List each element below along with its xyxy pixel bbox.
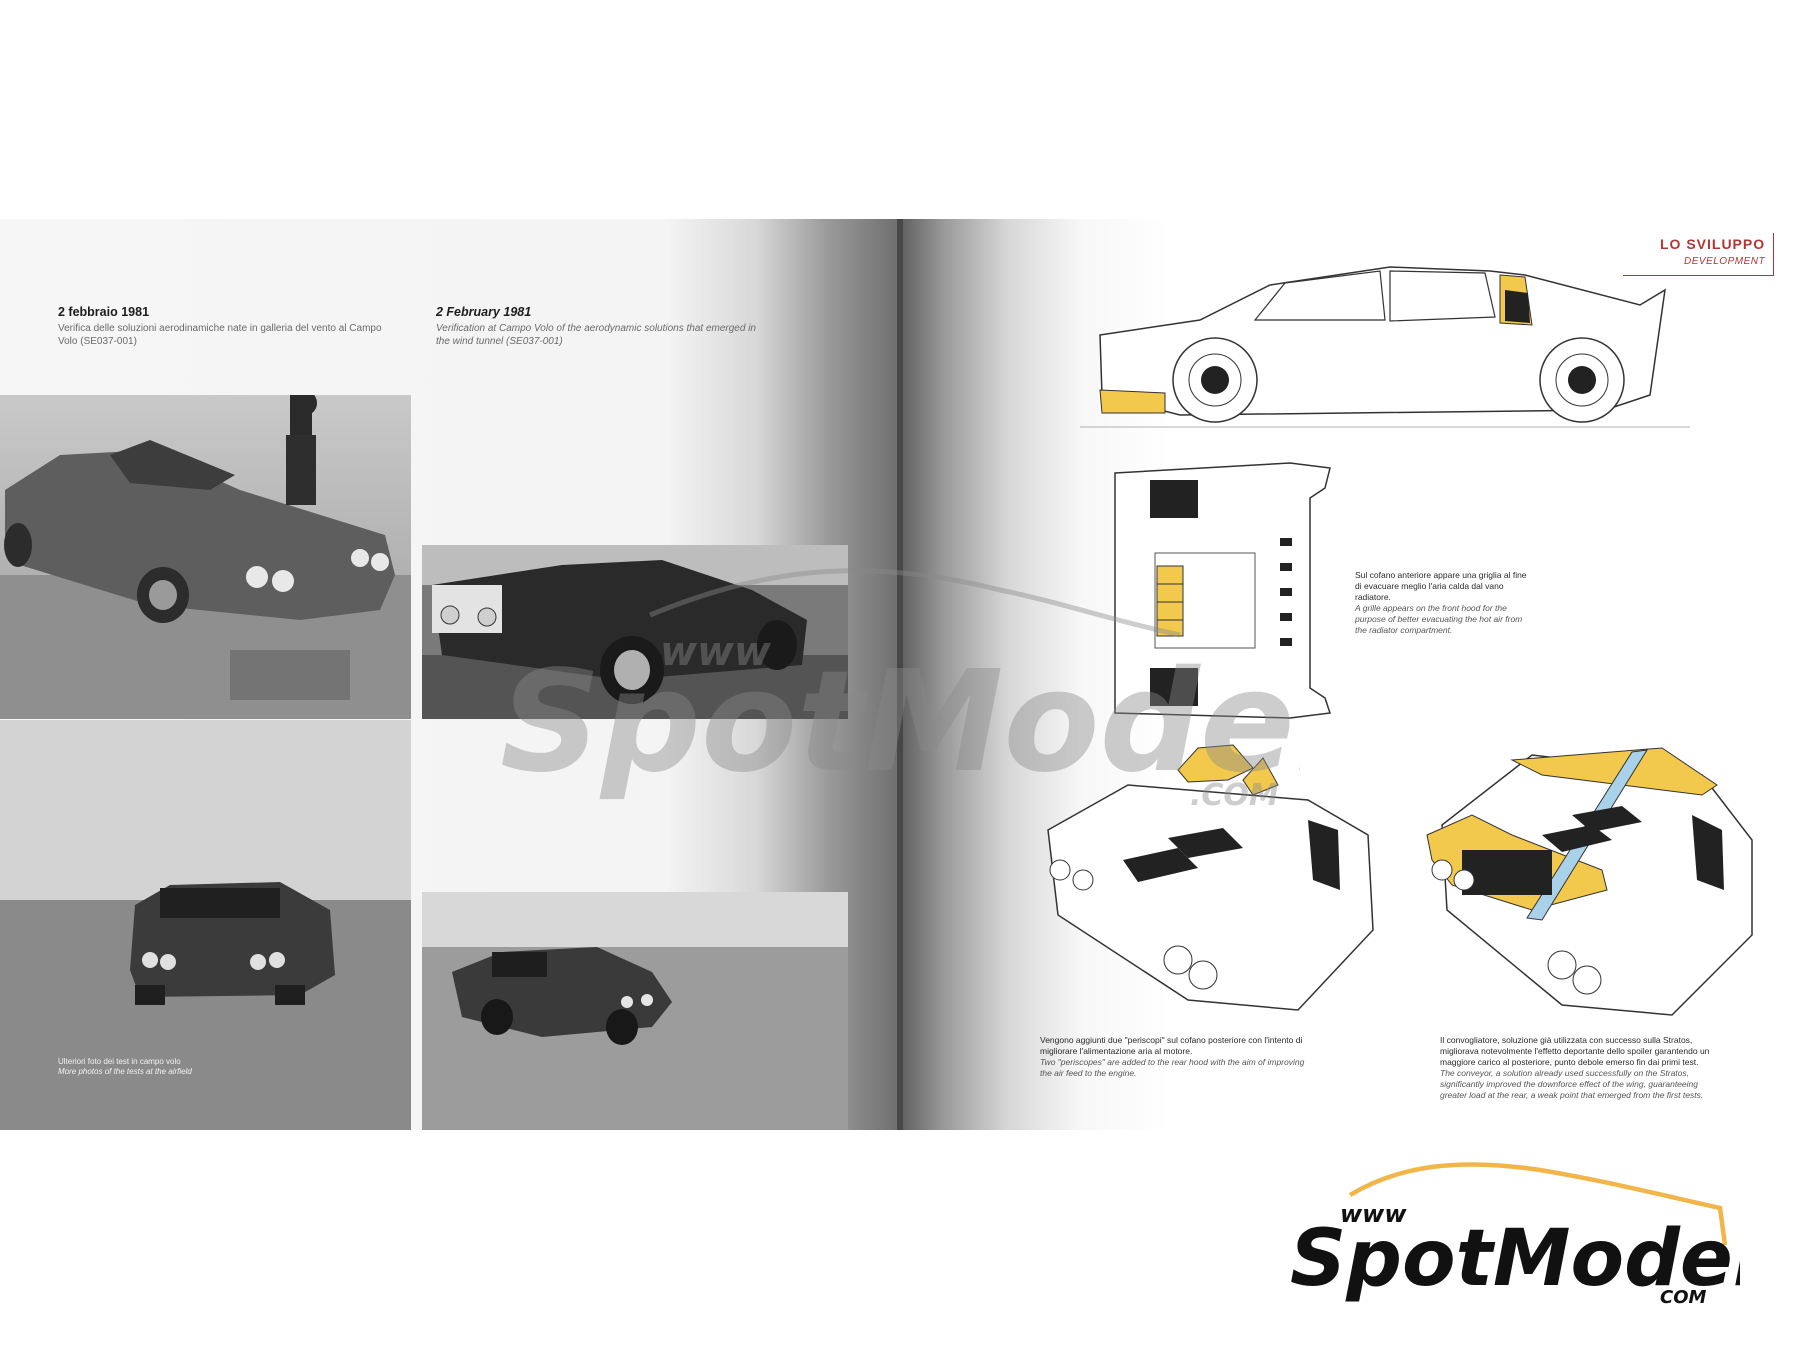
note-grille-en: A grille appears on the front hood for t… (1355, 603, 1523, 635)
rear-wing-drawing (1426, 747, 1753, 1016)
note-grille-it: Sul cofano anteriore appare una griglia … (1355, 570, 1527, 602)
photo-car-three-quarter (422, 892, 848, 1130)
spotmodel-logo: www SpotModel COM (1290, 1162, 1740, 1305)
photo-caption-en: More photos of the tests at the airfield (58, 1067, 192, 1076)
note-grille: Sul cofano anteriore appare una griglia … (1355, 570, 1530, 636)
book-gutter (897, 219, 903, 1130)
note-wing-it: Il convogliatore, soluzione già utilizza… (1440, 1035, 1710, 1067)
section-subtitle: DEVELOPMENT (1684, 256, 1766, 267)
car-top-view-drawing (1114, 462, 1332, 719)
caption-italian-text: Verifica delle soluzioni aerodinamiche n… (58, 323, 382, 347)
car-side-view-drawing (1080, 266, 1690, 428)
caption-italian-date: 2 febbraio 1981 (58, 305, 150, 319)
note-wing: Il convogliatore, soluzione già utilizza… (1440, 1035, 1710, 1101)
section-title: LO SVILUPPO (1660, 236, 1766, 252)
caption-english: 2 February 1981 Verification at Campo Vo… (436, 306, 770, 348)
note-periscopes: Vengono aggiunti due "periscopi" sul cof… (1040, 1035, 1310, 1079)
section-header-box (1623, 233, 1774, 276)
logo-name: SpotModel (1290, 1214, 1740, 1304)
logo-prefix: www (1340, 1200, 1407, 1228)
note-wing-en: The conveyor, a solution already used su… (1440, 1068, 1704, 1100)
logo-suffix: COM (1660, 1287, 1707, 1305)
note-periscopes-it: Vengono aggiunti due "periscopi" sul cof… (1040, 1035, 1303, 1056)
photo-car-with-engineer (0, 395, 411, 719)
photo-car-rear-view (422, 545, 848, 719)
caption-italian: 2 febbraio 1981 Verifica delle soluzioni… (58, 306, 388, 348)
photo-car-front-runway (0, 720, 411, 1130)
caption-english-date: 2 February 1981 (436, 305, 532, 319)
rear-periscopes-drawing (1047, 744, 1374, 1011)
caption-english-text: Verification at Campo Volo of the aerody… (436, 323, 756, 347)
photo-caption: Ulteriori foto dei test in campo volo Mo… (58, 1057, 318, 1077)
photo-caption-it: Ulteriori foto dei test in campo volo (58, 1057, 181, 1066)
note-periscopes-en: Two "periscopes" are added to the rear h… (1040, 1057, 1305, 1078)
